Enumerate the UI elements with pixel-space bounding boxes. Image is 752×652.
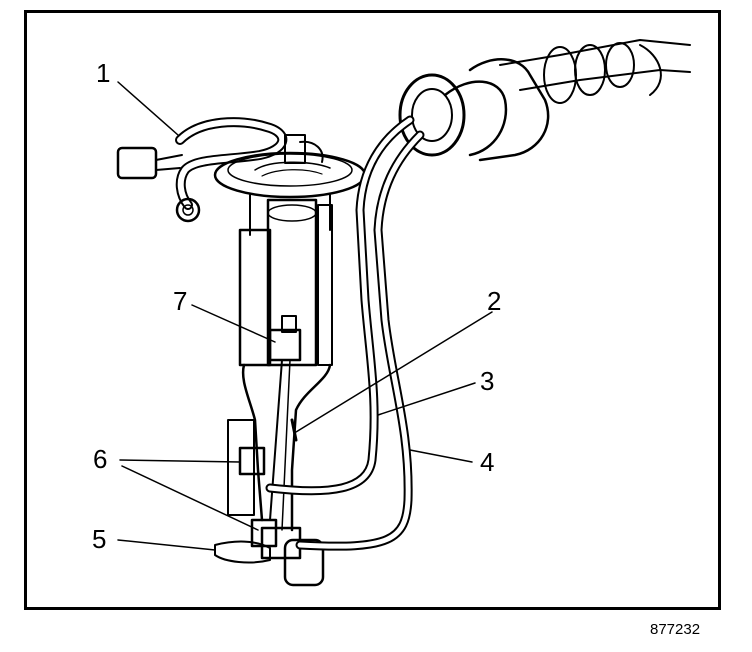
wiring-harness <box>116 117 288 223</box>
callout-leaders <box>117 81 493 551</box>
leader-6a <box>119 459 241 463</box>
leader-3 <box>377 382 476 416</box>
leader-5 <box>117 539 216 551</box>
callout-1: 1 <box>96 58 110 88</box>
pump-flange <box>213 134 367 199</box>
callout-3: 3 <box>480 366 494 396</box>
callout-7: 7 <box>173 286 187 316</box>
leader-4 <box>409 449 473 463</box>
callout-2: 2 <box>487 286 501 316</box>
pump-electrical-connector <box>268 315 302 531</box>
hose-clamps <box>238 446 278 548</box>
leader-1 <box>117 81 179 136</box>
leader-2 <box>295 311 493 433</box>
pump-module-body <box>214 194 333 587</box>
callout-4: 4 <box>480 447 494 477</box>
diagram-frame <box>24 10 721 610</box>
fuel-lines <box>265 115 425 551</box>
callout-6: 6 <box>93 444 107 474</box>
callout-5: 5 <box>92 524 106 554</box>
tank-filler-neck <box>398 39 691 162</box>
leader-6b <box>121 465 259 531</box>
figure-id-label: 877232 <box>650 621 701 638</box>
leader-7 <box>191 304 276 343</box>
